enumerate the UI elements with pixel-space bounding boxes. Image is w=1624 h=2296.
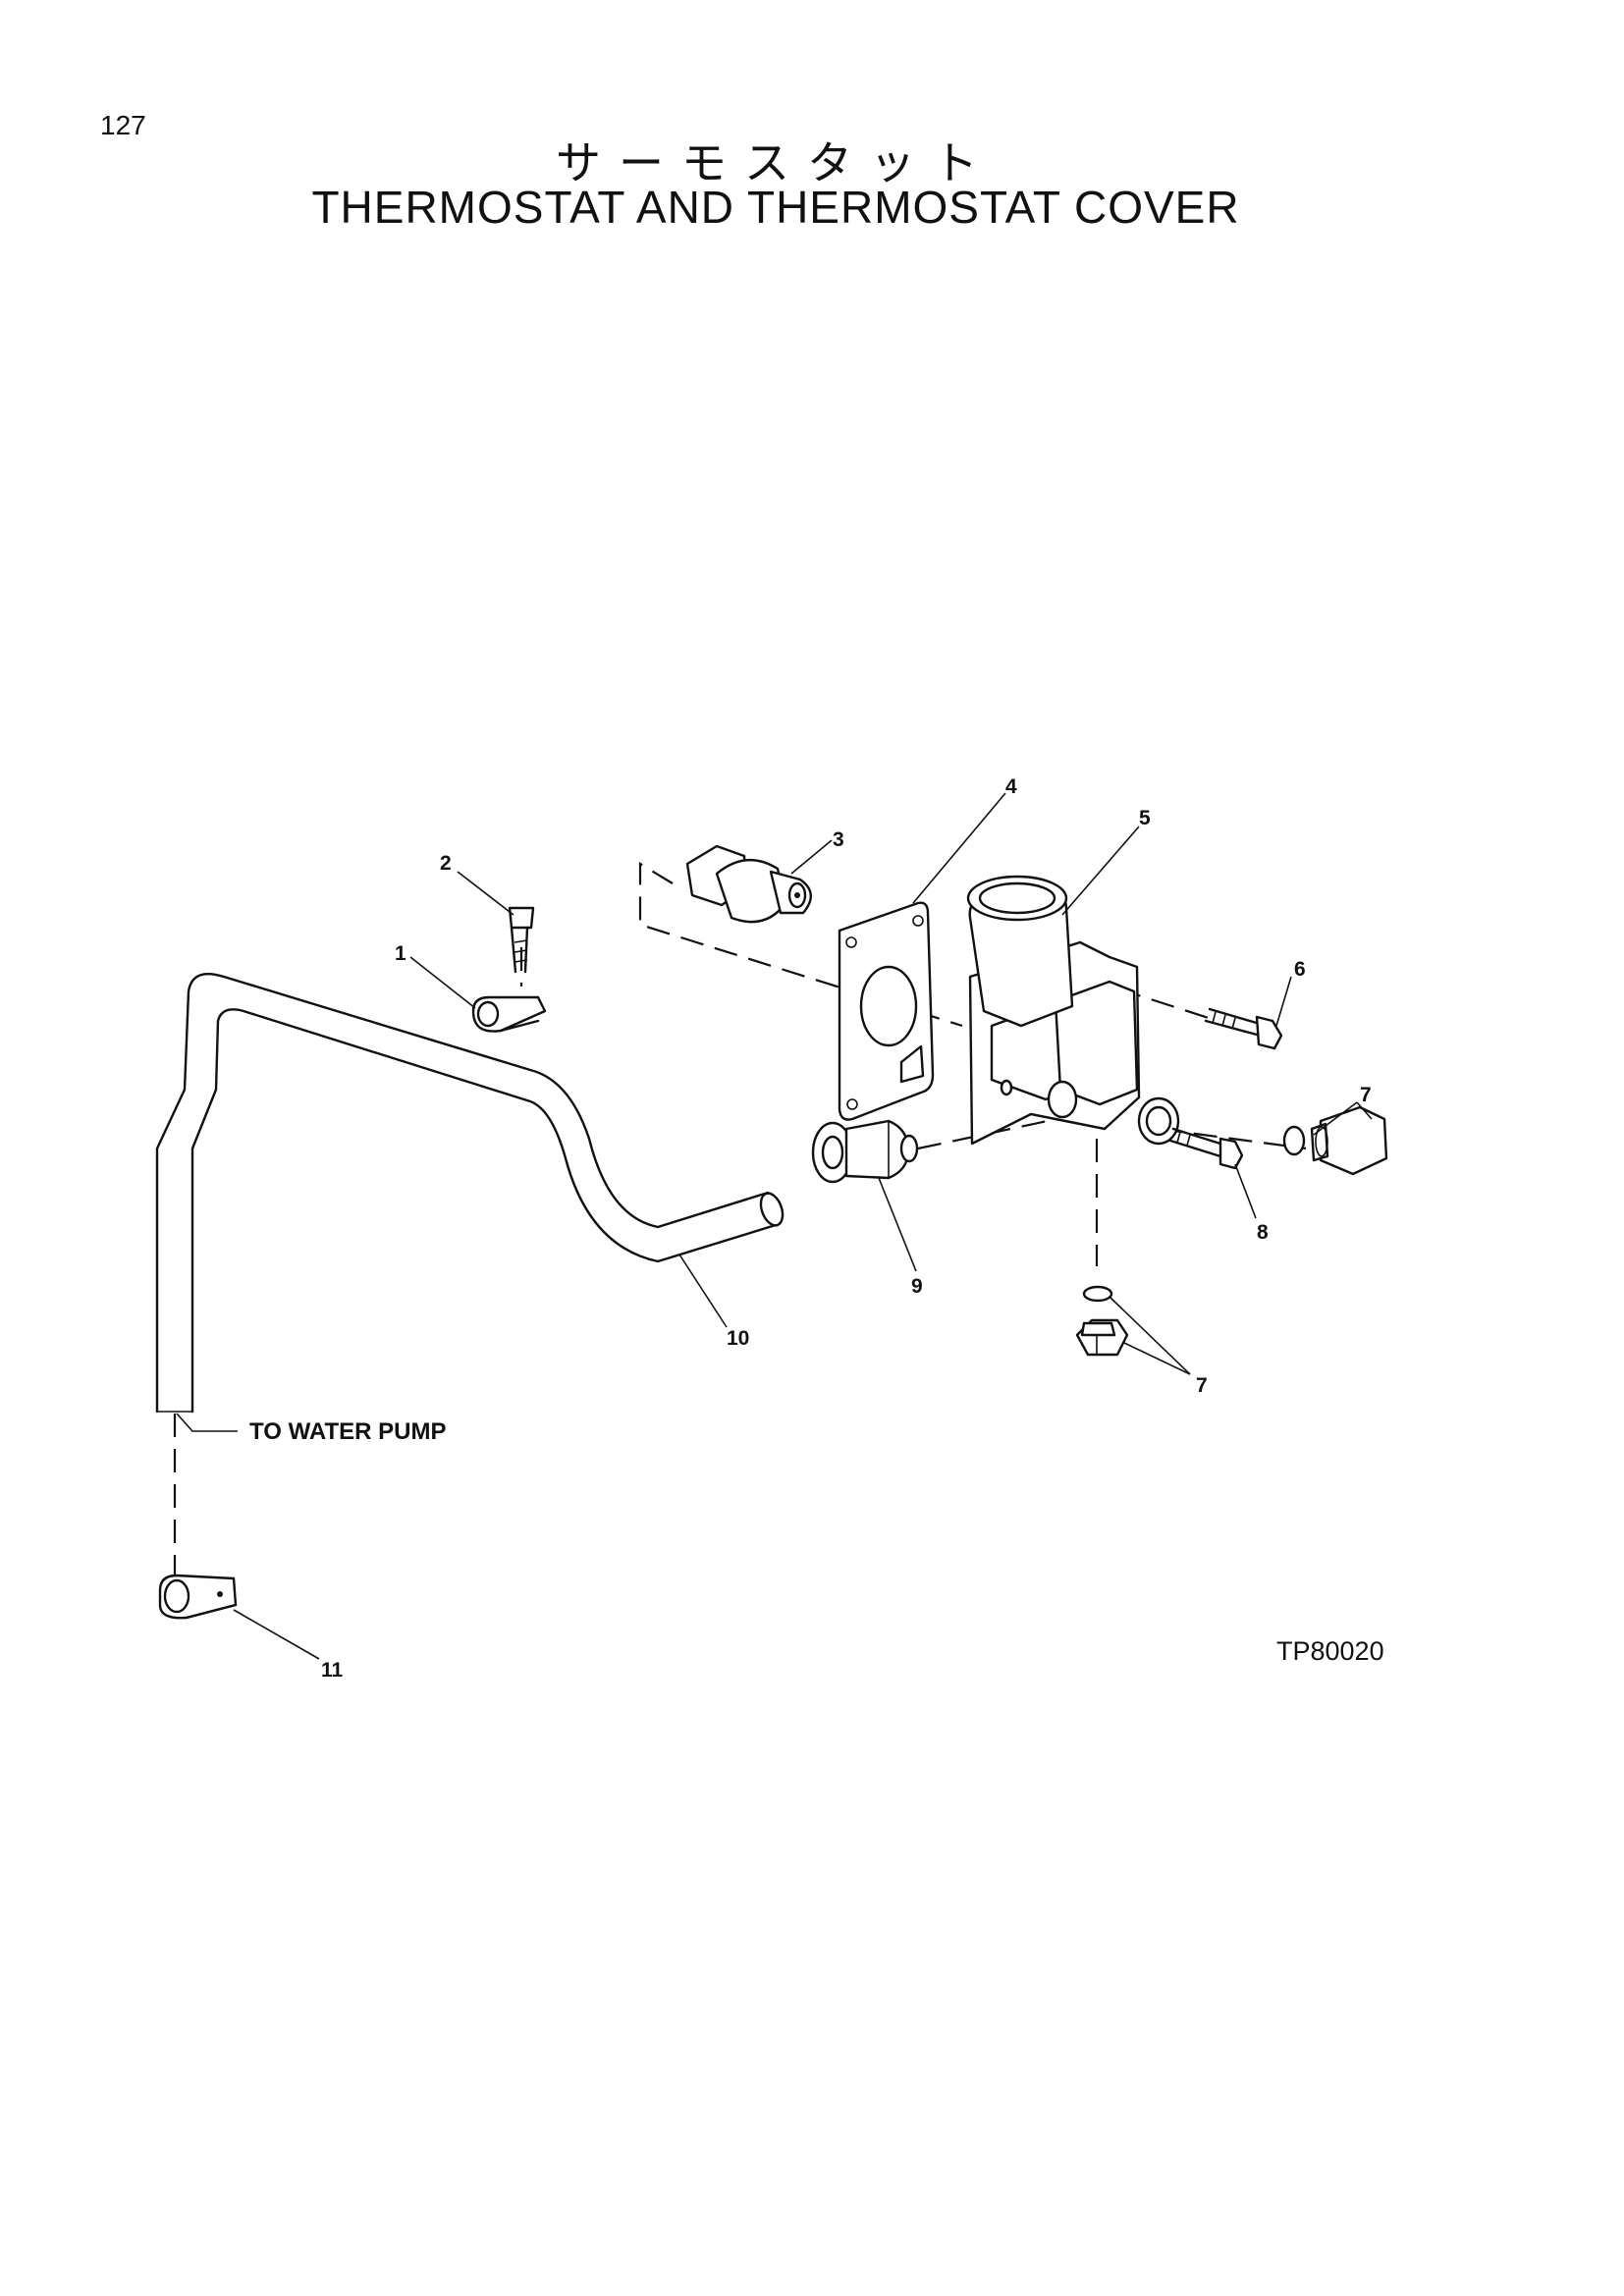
callout-2: 2 (440, 852, 452, 875)
leader-1 (409, 956, 476, 1009)
figure-code: TP80020 (1276, 1636, 1384, 1666)
leader-water-pump (176, 1413, 238, 1432)
callout-9: 9 (911, 1275, 923, 1298)
callout-5: 5 (1139, 807, 1151, 829)
page-title: THERMOSTAT AND THERMOSTAT COVER (311, 182, 1240, 233)
thermostat-part-3 (685, 844, 812, 924)
thermostat-cover-part-5 (966, 875, 1180, 1146)
leader-7a-plug (1356, 1101, 1373, 1120)
callout-6: 6 (1294, 958, 1306, 981)
leader-7b-ring (1110, 1297, 1191, 1375)
bolt-part-6 (1204, 1007, 1283, 1050)
clamp-part-11 (158, 1574, 238, 1620)
connector-part-9 (811, 1119, 919, 1184)
page-number: 127 (100, 110, 146, 140)
leader-7b-plug (1123, 1342, 1191, 1375)
leader-10 (678, 1254, 728, 1328)
callout-11: 11 (321, 1659, 344, 1682)
leader-11 (233, 1609, 320, 1660)
clamp-part-1 (471, 995, 547, 1033)
bolt-part-2 (508, 906, 535, 974)
callout-4: 4 (1005, 775, 1017, 798)
leader-2 (457, 871, 514, 916)
callout-1: 1 (395, 942, 406, 965)
to-water-pump-label: TO WATER PUMP (249, 1418, 446, 1445)
hose-part-10 (155, 972, 785, 1414)
leader-5 (1061, 826, 1140, 916)
leader-lines (176, 792, 1373, 1660)
leader-3 (790, 839, 833, 875)
leader-9 (878, 1177, 917, 1272)
leader-8 (1234, 1163, 1257, 1219)
leader-4 (912, 792, 1006, 904)
callout-7-right: 7 (1360, 1084, 1372, 1106)
bolt-part-8 (1168, 1127, 1244, 1170)
plug-part-7-bottom (1075, 1285, 1129, 1357)
page-title-japanese: サーモスタット (556, 136, 996, 189)
callout-10: 10 (727, 1327, 749, 1350)
callouts: 1 2 3 4 5 6 7 8 9 10 7 11 TO WATER PUMP … (249, 775, 1384, 1682)
plug-right-alignment-line (1158, 1127, 1307, 1150)
callout-3: 3 (833, 828, 844, 851)
callout-7-bottom: 7 (1196, 1374, 1208, 1397)
leader-7a-ring (1313, 1101, 1358, 1136)
thermostat-alignment-line (638, 862, 963, 1028)
leader-6 (1275, 976, 1292, 1027)
callout-8: 8 (1257, 1221, 1269, 1244)
gasket-part-4 (838, 901, 935, 1121)
